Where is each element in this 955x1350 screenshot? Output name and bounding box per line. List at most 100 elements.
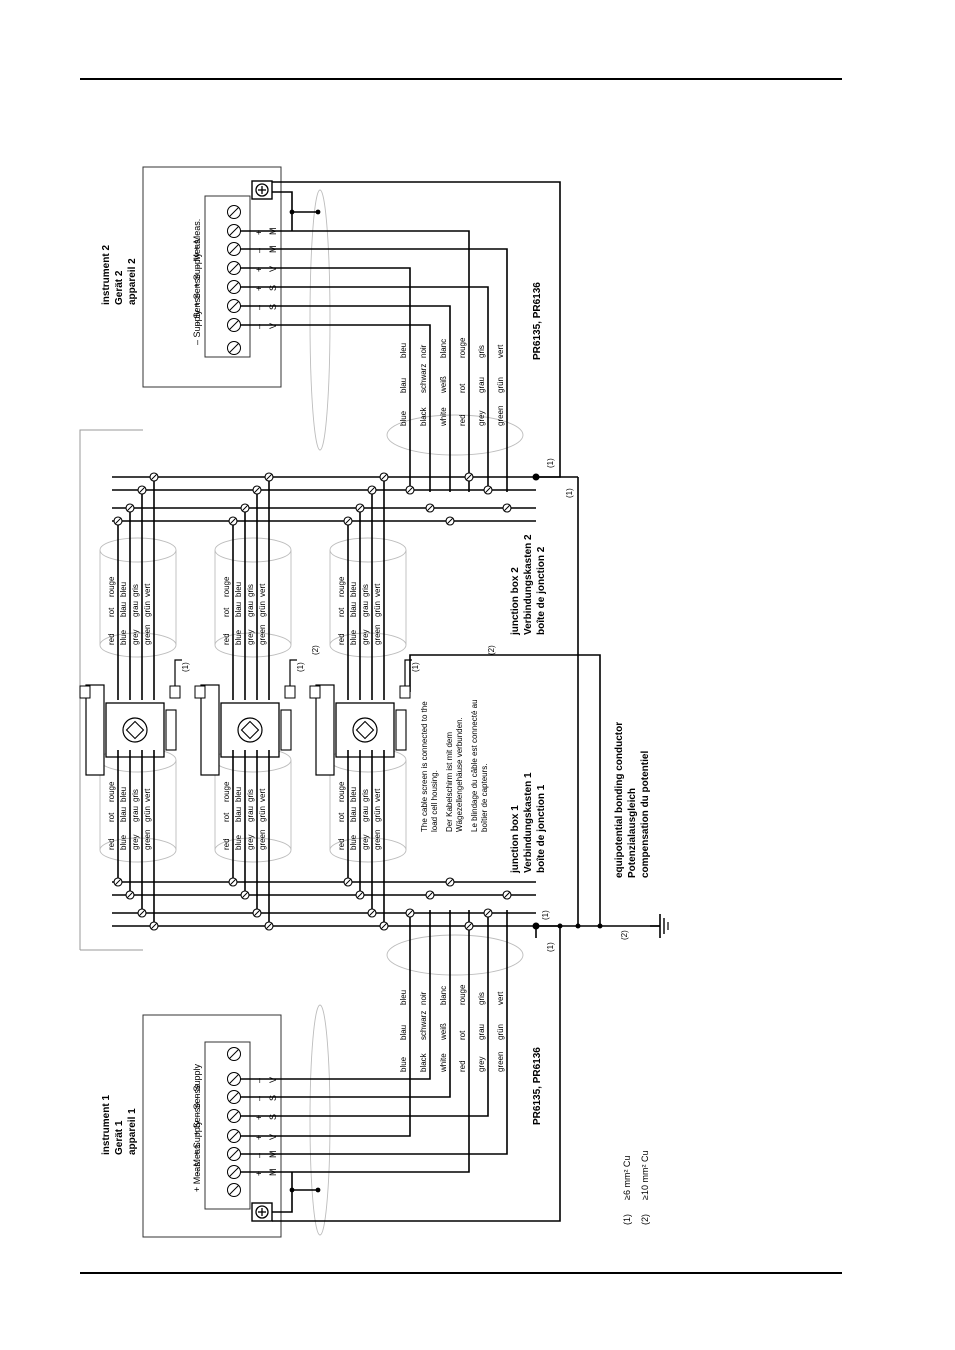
ref-1: (1) <box>546 942 555 952</box>
terminal-code: M <box>268 1169 278 1177</box>
cable-color-en: white <box>439 1053 448 1073</box>
screw-slot <box>229 320 239 330</box>
terminal-code: V <box>268 323 278 329</box>
cell-clamp <box>284 685 296 699</box>
cable-color-de: blau <box>399 378 408 393</box>
terminal-slot <box>242 892 248 898</box>
terminal-sign: + <box>254 267 264 272</box>
terminal-sign: + <box>254 286 264 291</box>
cable-color-fr: noir <box>419 991 428 1005</box>
ref-2: (2) <box>620 930 629 940</box>
cell-color-de: rot <box>222 812 231 822</box>
screen-note-line: Der Kabelschirm ist mit dem <box>445 732 454 832</box>
load-cell-base <box>165 709 177 751</box>
cell-color-en: grey <box>246 629 255 645</box>
terminal-code: S <box>268 1095 278 1101</box>
cell-color-de: grün <box>373 601 382 617</box>
terminal-slot <box>369 910 375 916</box>
screw-slot <box>229 207 239 217</box>
screen-note-line: Wägezellengehäuse verbunden. <box>455 717 464 832</box>
junction-box-1-label-de: Verbindungskasten 1 <box>523 772 534 873</box>
cell-color-en: blue <box>234 834 243 850</box>
cell-color-fr: vert <box>373 583 382 597</box>
terminal-slot <box>345 518 351 524</box>
load-cells <box>79 684 411 776</box>
terminal-sign: – <box>254 324 264 329</box>
cable-screen <box>386 934 524 976</box>
terminal-slot <box>466 923 472 929</box>
cell-color-de: rot <box>107 607 116 617</box>
cell-color-fr: vert <box>143 583 152 597</box>
cell-clamp <box>79 685 91 699</box>
terminal-label: + Supply <box>192 252 202 288</box>
earth-terminal-icon <box>251 1202 273 1222</box>
instrument-2-label-fr: appareil 2 <box>127 258 138 305</box>
screen-link <box>272 191 293 231</box>
terminal-sign: + <box>254 230 264 235</box>
terminal-sign: – <box>254 1153 264 1158</box>
cable-color-en: grey <box>477 1056 486 1072</box>
ref-1: (1) <box>181 662 190 672</box>
terminal-sign: – <box>254 1078 264 1083</box>
cell-color-de: grau <box>361 601 370 617</box>
cell-color-de: grün <box>373 806 382 822</box>
screen-note-line: load cell housing. <box>430 770 439 832</box>
cell-color-en: blue <box>119 629 128 645</box>
cell-color-de: grün <box>143 601 152 617</box>
conductor <box>240 286 489 492</box>
legend-mark: (1) <box>622 1214 632 1225</box>
cable-color-fr: vert <box>496 991 505 1005</box>
terminal-slot <box>139 910 145 916</box>
terminal-code: S <box>268 285 278 291</box>
screw-slot <box>229 226 239 236</box>
screw-slot <box>229 1131 239 1141</box>
terminal-code: V <box>268 1134 278 1140</box>
cell-color-fr: bleu <box>234 787 243 802</box>
terminal-slot <box>230 518 236 524</box>
conductor <box>240 910 470 1173</box>
cable-color-en: black <box>419 406 428 426</box>
cell-color-de: rot <box>337 812 346 822</box>
cell-color-en: grey <box>246 834 255 850</box>
cell-color-fr: bleu <box>119 582 128 597</box>
terminal-slot <box>407 910 413 916</box>
terminal-slot <box>381 923 387 929</box>
cell-color-fr: gris <box>361 584 370 597</box>
cable-color-fr: rouge <box>458 337 467 358</box>
cell-color-de: blau <box>349 807 358 822</box>
terminal-slot <box>230 879 236 885</box>
load-cell-core <box>125 720 145 740</box>
ref-1: (1) <box>541 910 550 920</box>
cell-color-fr: gris <box>361 789 370 802</box>
cell-color-de: grau <box>131 806 140 822</box>
ref-1: (1) <box>546 458 555 468</box>
cell-color-fr: gris <box>131 584 140 597</box>
terminal-code: M <box>268 1151 278 1159</box>
load-cell-core <box>355 720 375 740</box>
cell-color-fr: vert <box>373 788 382 802</box>
load-cell-base <box>280 709 292 751</box>
cell-color-en: green <box>373 625 382 645</box>
terminal-slot <box>369 487 375 493</box>
cell-color-de: rot <box>222 607 231 617</box>
cable-color-en: blue <box>399 1056 408 1072</box>
cell-screen-link <box>404 659 412 686</box>
terminal-sign: – <box>254 1096 264 1101</box>
screen-note-line: boîtier de capteurs. <box>480 764 489 832</box>
cell-color-en: red <box>337 838 346 850</box>
cell-color-de: rot <box>107 812 116 822</box>
cable-color-en: blue <box>399 410 408 426</box>
terminal-label: – Meas. <box>192 1142 202 1174</box>
cable-color-en: red <box>458 1060 467 1072</box>
cable-color-en: red <box>458 414 467 426</box>
cell-clamp <box>169 685 181 699</box>
terminal-label: – Sense <box>192 1084 202 1117</box>
junction-dot <box>315 209 321 215</box>
cable-color-fr: gris <box>477 992 486 1005</box>
terminal-code: V <box>268 266 278 272</box>
terminal-code: V <box>268 1077 278 1083</box>
instrument-1-label: instrument 1 <box>101 1095 112 1155</box>
load-cell-dial <box>237 717 263 743</box>
load-cell-flange <box>315 684 335 776</box>
cell-color-en: blue <box>349 629 358 645</box>
